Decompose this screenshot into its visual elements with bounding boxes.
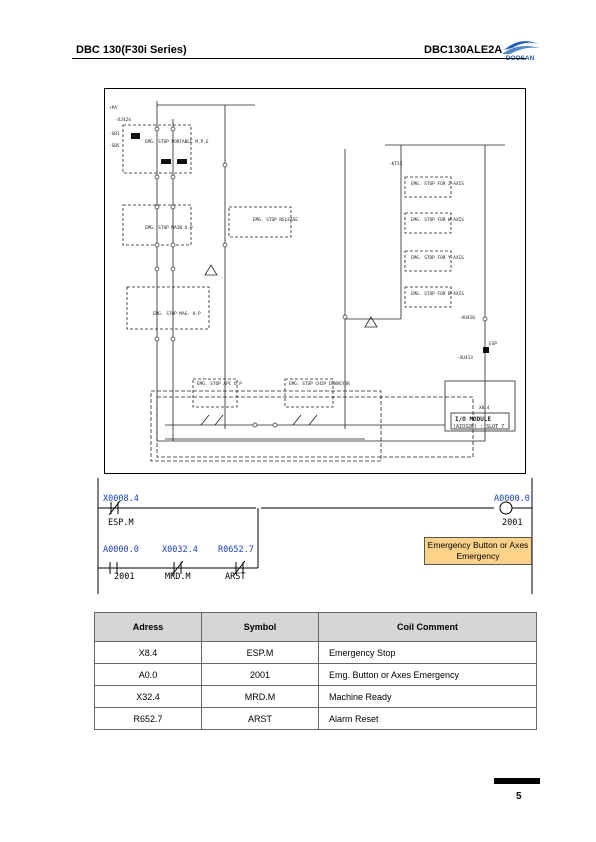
schem-label: EMG. STOP MAIN O.P (145, 225, 193, 231)
column-header-comment: Coil Comment (318, 612, 537, 642)
table-header-row: Adress Symbol Coil Comment (94, 612, 537, 642)
schem-label: -SB1 (109, 131, 120, 137)
schem-label: EMG. STOP CHIP CONVEYOR (289, 381, 350, 387)
schem-label: ESP (489, 341, 497, 347)
table-row: A0.0 2001 Emg. Button or Axes Emergency (94, 663, 537, 686)
cell-symbol: MRD.M (201, 685, 319, 708)
schem-label: EMG. STOP MAG. O.P (153, 311, 201, 317)
schem-label: -KT13 (389, 161, 403, 167)
rung1-coil-address: A0000.0 (494, 494, 530, 504)
doc-code: DBC130ALE2A (424, 44, 503, 56)
coil-table: Adress Symbol Coil Comment X8.4 ESP.M Em… (94, 612, 537, 730)
header-rule (72, 58, 526, 59)
rung1-contact-address: X0008.4 (103, 494, 139, 504)
page-number-bar (494, 778, 540, 784)
schem-label: EMG. STOP FOR B-AXIS (411, 291, 464, 297)
cell-comment: Machine Ready (318, 685, 537, 708)
estop-schematic: +PA -XJ424 -SB1 -SB5 EMG. STOP PORTABLE … (104, 88, 526, 474)
cell-address: X8.4 (94, 641, 202, 664)
cell-symbol: ARST (201, 707, 319, 730)
cell-symbol: 2001 (201, 663, 319, 686)
io-module-slot: (AIO32E) : SLOT 7 (453, 424, 504, 430)
schem-label: EMG. STOP RELEASE (253, 217, 298, 223)
rung1-contact-symbol: ESP.M (108, 518, 134, 528)
rung2-contact-symbol: 2001 (114, 572, 135, 582)
schem-label: EMG. STOP PORTABLE M.P.G (145, 139, 209, 145)
cell-address: A0.0 (94, 663, 202, 686)
page-number: 5 (516, 791, 522, 802)
cell-comment: Emergency Stop (318, 641, 537, 664)
schem-label: X8.4 (479, 405, 490, 411)
rung2-contact-symbol: ARST (225, 572, 246, 582)
cell-comment: Alarm Reset (318, 707, 537, 730)
rung1-coil-symbol: 2001 (502, 518, 523, 528)
schem-label: EMG. STOP FOR W-AXIS (411, 217, 464, 223)
schem-label: EMG. STOP FOR Y-AXIS (411, 255, 464, 261)
schem-label: -XJ424 (115, 117, 131, 123)
schem-label: -SB5 (109, 143, 120, 149)
rung-callout-note: Emergency Button or Axes Emergency (424, 537, 532, 565)
cell-symbol: ESP.M (201, 641, 319, 664)
io-module-label: I/O MODULE (455, 416, 492, 423)
page-number-box: 5 (494, 778, 540, 808)
cell-address: X32.4 (94, 685, 202, 708)
rung2-contact-address: X0032.4 (162, 545, 198, 555)
column-header-address: Adress (94, 612, 202, 642)
cell-address: R652.7 (94, 707, 202, 730)
schem-label: EMG. STOP FOR Z-AXIS (411, 181, 464, 187)
rung2-contact-address: A0000.0 (103, 545, 139, 555)
schem-label: EMG. STOP APC O.P (197, 381, 242, 387)
column-header-symbol: Symbol (201, 612, 319, 642)
schem-label: -XU413 (457, 355, 473, 361)
rung2-contact-symbol: MRD.M (165, 572, 191, 582)
doc-title: DBC 130(F30i Series) (76, 44, 187, 56)
ladder-diagram: X0008.4 ESP.M A0000.0 2001 A0000.0 2001 … (96, 478, 538, 594)
table-row: X32.4 MRD.M Machine Ready (94, 685, 537, 708)
rung2-contact-address: R0652.7 (218, 545, 254, 555)
schem-label: +PA (109, 105, 117, 111)
table-row: R652.7 ARST Alarm Reset (94, 707, 537, 730)
schem-label: -XU420 (459, 315, 475, 321)
table-row: X8.4 ESP.M Emergency Stop (94, 641, 537, 664)
cell-comment: Emg. Button or Axes Emergency (318, 663, 537, 686)
